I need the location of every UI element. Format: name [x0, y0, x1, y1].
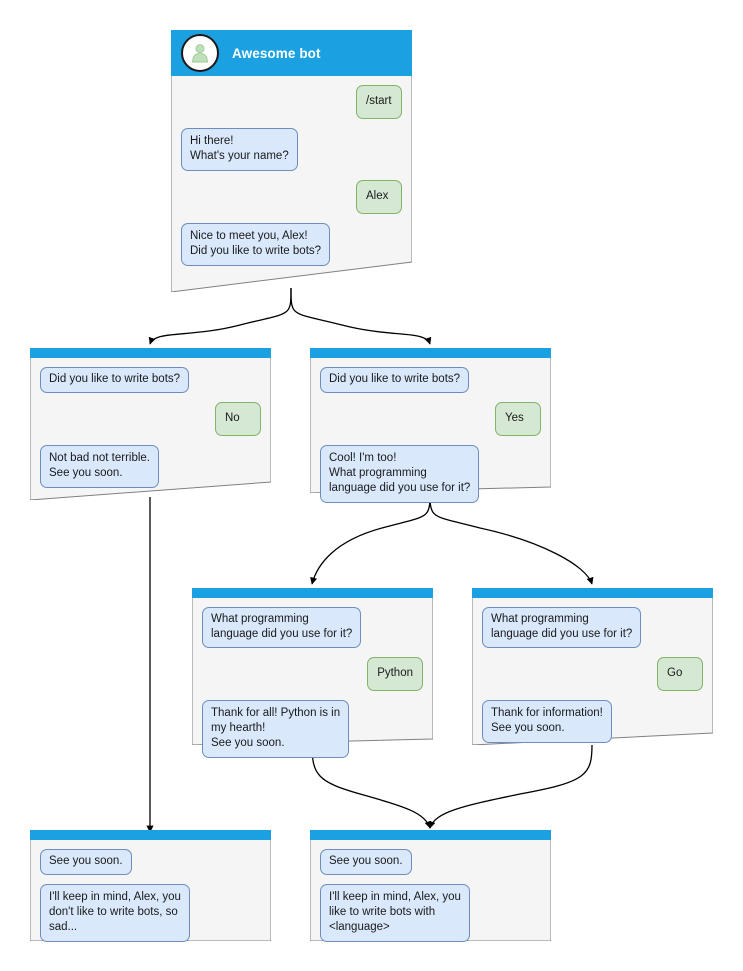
bot-message-bubble: What programming language did you use fo…	[482, 607, 642, 648]
bot-message-bubble: Thank for all! Python is in my hearth! S…	[202, 700, 350, 758]
bot-message-bubble: Cool! I'm too! What programming language…	[320, 445, 480, 503]
message-row: Did you like to write bots?	[320, 367, 541, 393]
chat-node-go-branch[interactable]: What programming language did you use fo…	[472, 588, 713, 745]
bot-message-bubble: See you soon.	[40, 849, 132, 875]
edge-root-to-no	[148, 287, 292, 345]
bot-message-bubble: See you soon.	[320, 849, 412, 875]
user-message-bubble: Alex	[356, 180, 402, 214]
message-row: No	[40, 402, 261, 436]
person-icon	[192, 44, 208, 63]
message-row: Alex	[181, 180, 402, 214]
bot-message-bubble: I'll keep in mind, Alex, you don't like …	[40, 884, 190, 942]
message-row: What programming language did you use fo…	[482, 607, 703, 648]
message-row: Hi there! What's your name?	[181, 128, 402, 171]
bot-message-bubble: Thank for information! See you soon.	[482, 700, 612, 743]
message-row: Thank for all! Python is in my hearth! S…	[202, 700, 423, 758]
user-message-bubble: /start	[356, 85, 402, 119]
chat-node-no-branch[interactable]: Did you like to write bots? No Not bad n…	[30, 348, 271, 500]
bot-message-bubble: What programming language did you use fo…	[202, 607, 362, 648]
bot-title: Awesome bot	[232, 45, 321, 61]
message-row: Not bad not terrible. See you soon.	[40, 445, 261, 488]
chat-node-yes-branch[interactable]: Did you like to write bots? Yes Cool! I'…	[310, 348, 551, 503]
message-row: What programming language did you use fo…	[202, 607, 423, 648]
edge-root-to-yes	[290, 287, 432, 345]
user-message-bubble: Go	[657, 657, 703, 691]
chat-log-root: /start Hi there! What's your name? Alex …	[171, 76, 412, 275]
bot-message-bubble: Hi there! What's your name?	[181, 128, 298, 171]
message-row: Nice to meet you, Alex! Did you like to …	[181, 223, 402, 266]
chat-log-end-happy: See you soon. I'll keep in mind, Alex, y…	[310, 840, 551, 951]
message-row: See you soon.	[320, 849, 541, 875]
user-message-bubble: No	[215, 402, 261, 436]
node-header-bar	[30, 348, 271, 358]
chat-log-end-sad: See you soon. I'll keep in mind, Alex, y…	[30, 840, 271, 951]
bot-message-bubble: I'll keep in mind, Alex, you like to wri…	[320, 884, 470, 942]
chat-node-root[interactable]: Awesome bot /start Hi there! What's your…	[171, 30, 412, 292]
user-message-bubble: Yes	[495, 402, 541, 436]
chat-node-end-happy[interactable]: See you soon. I'll keep in mind, Alex, y…	[310, 830, 551, 942]
message-row: /start	[181, 85, 402, 119]
chat-log-yes-branch: Did you like to write bots? Yes Cool! I'…	[310, 358, 551, 512]
message-row: Yes	[320, 402, 541, 436]
bot-header-bar: Awesome bot	[171, 30, 412, 76]
message-row: I'll keep in mind, Alex, you like to wri…	[320, 884, 541, 942]
message-row: Cool! I'm too! What programming language…	[320, 445, 541, 503]
node-header-bar	[310, 830, 551, 840]
chat-node-python-branch[interactable]: What programming language did you use fo…	[192, 588, 433, 758]
node-header-bar	[30, 830, 271, 840]
chat-log-python-branch: What programming language did you use fo…	[192, 598, 433, 767]
node-header-bar	[310, 348, 551, 358]
node-header-bar	[472, 588, 713, 598]
message-row: Thank for information! See you soon.	[482, 700, 703, 743]
bot-message-bubble: Did you like to write bots?	[40, 367, 190, 393]
chat-log-no-branch: Did you like to write bots? No Not bad n…	[30, 358, 271, 497]
chat-node-end-sad[interactable]: See you soon. I'll keep in mind, Alex, y…	[30, 830, 271, 942]
bot-message-bubble: Not bad not terrible. See you soon.	[40, 445, 160, 488]
message-row: Go	[482, 657, 703, 691]
message-row: I'll keep in mind, Alex, you don't like …	[40, 884, 261, 942]
edge-go-to-end-happy	[428, 744, 593, 829]
message-row: Python	[202, 657, 423, 691]
message-row: Did you like to write bots?	[40, 367, 261, 393]
chat-log-go-branch: What programming language did you use fo…	[472, 598, 713, 752]
bot-message-bubble: Did you like to write bots?	[320, 367, 470, 393]
user-message-bubble: Python	[367, 657, 423, 691]
node-header-bar	[192, 588, 433, 598]
bot-message-bubble: Nice to meet you, Alex! Did you like to …	[181, 223, 331, 266]
message-row: See you soon.	[40, 849, 261, 875]
bot-avatar	[181, 34, 219, 72]
